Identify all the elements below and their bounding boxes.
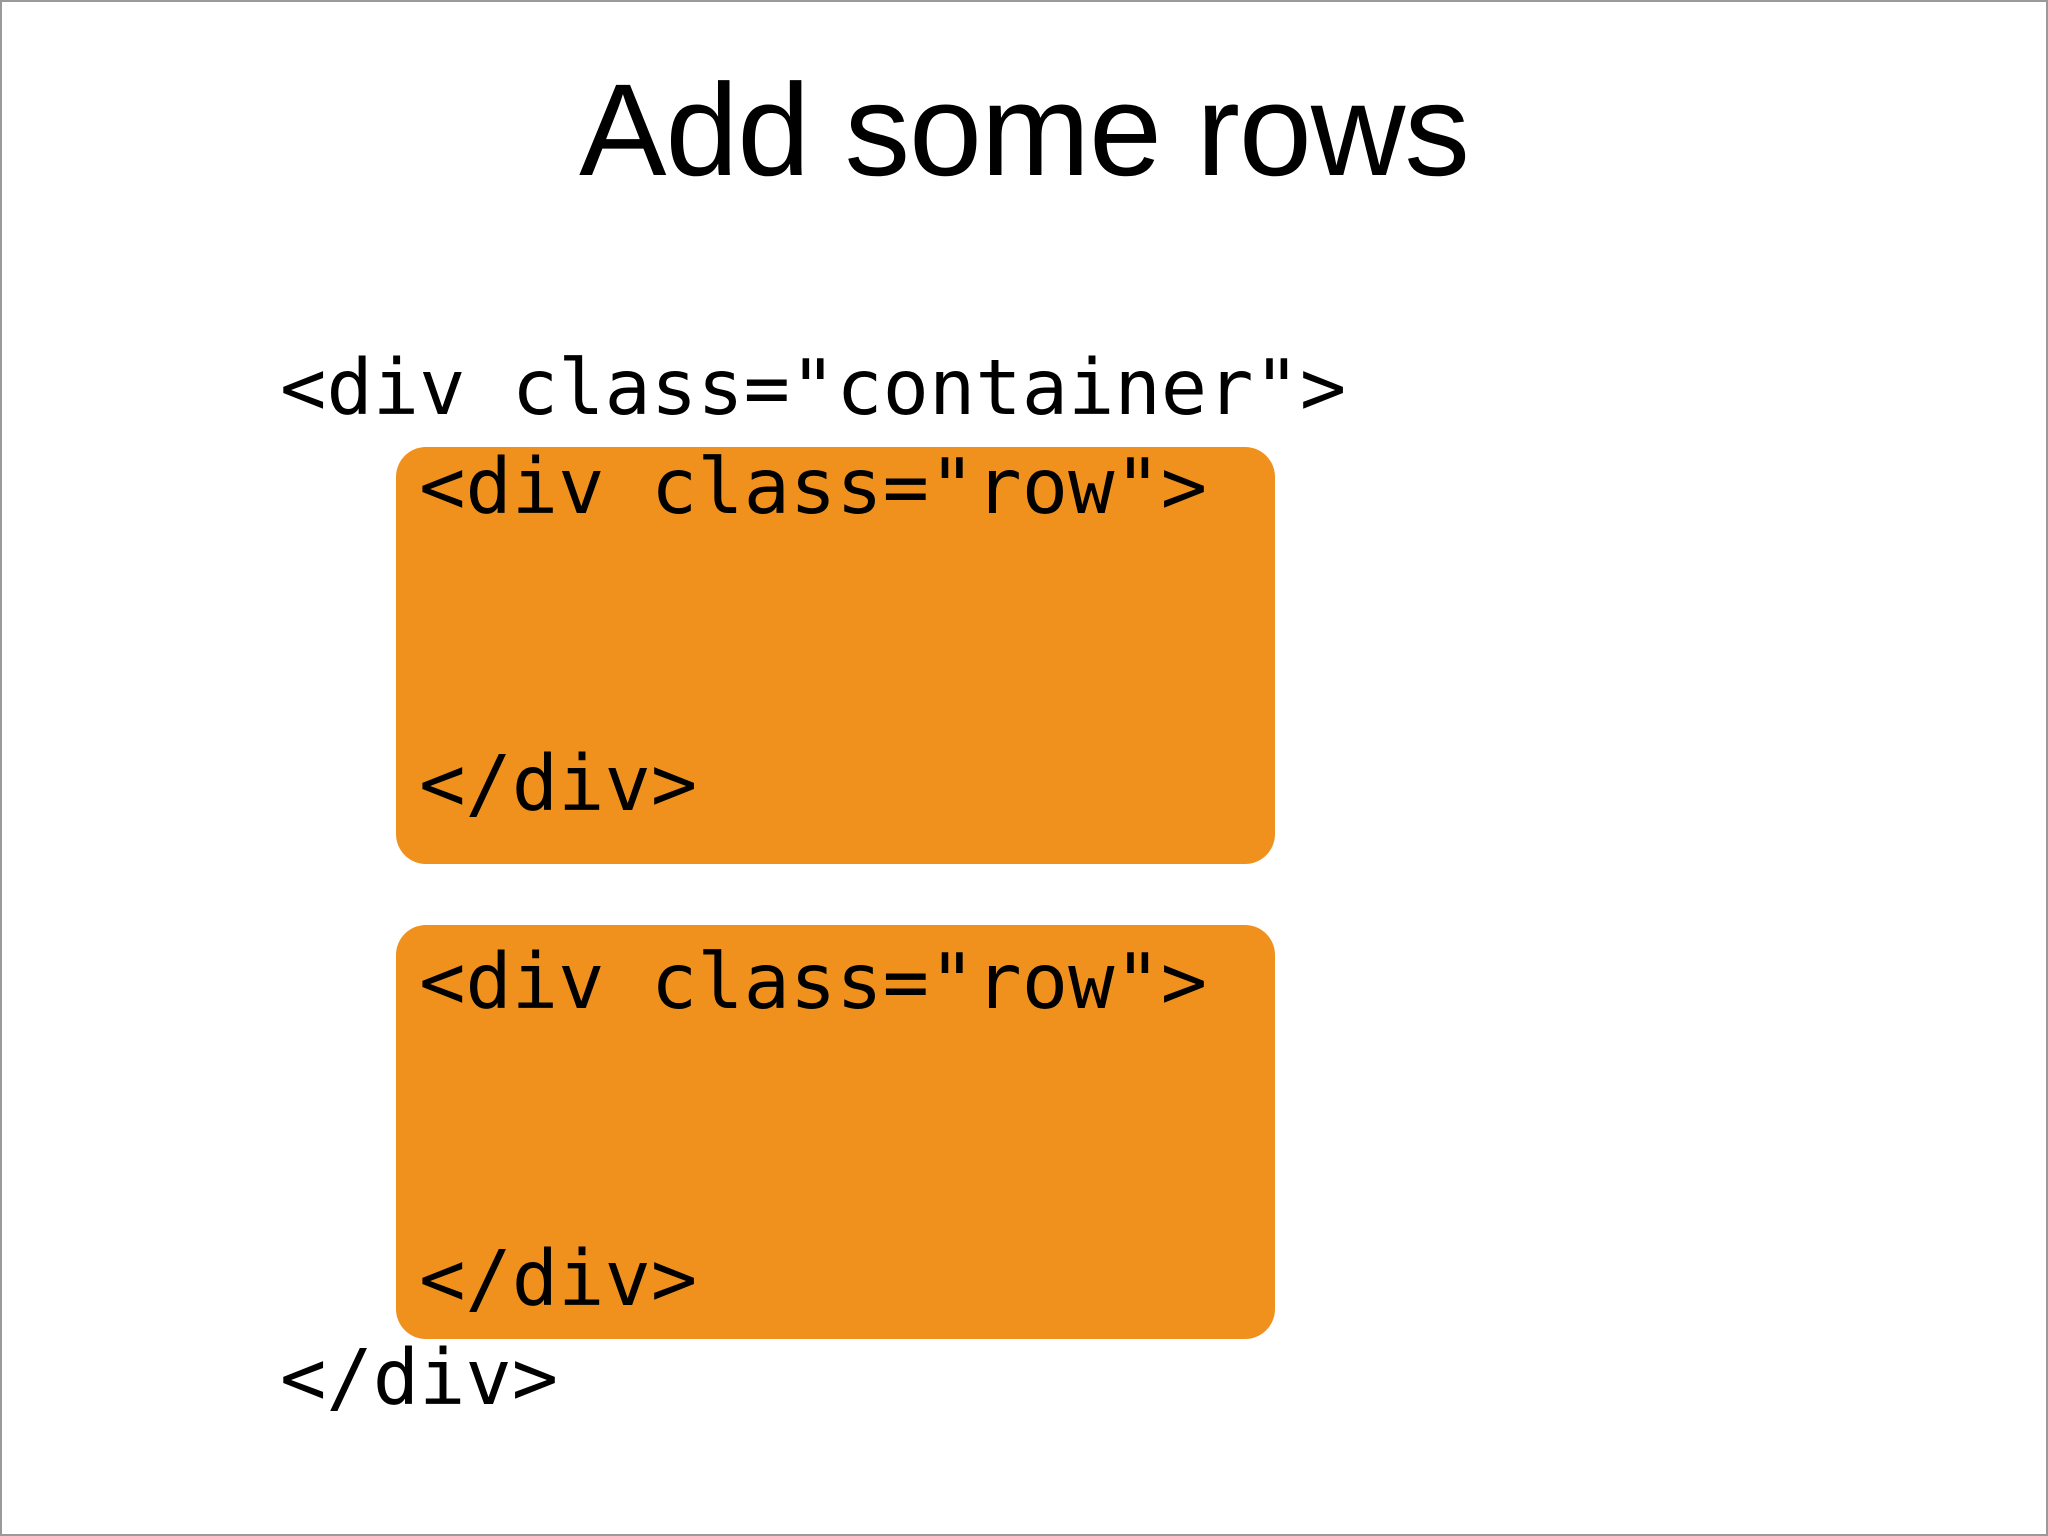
page-title: Add some rows xyxy=(579,56,1470,203)
row-highlight-box-2 xyxy=(396,925,1275,1339)
row-highlight-box-1 xyxy=(396,447,1275,864)
code-block: <div class="container"> <div class="row"… xyxy=(280,344,1347,1423)
